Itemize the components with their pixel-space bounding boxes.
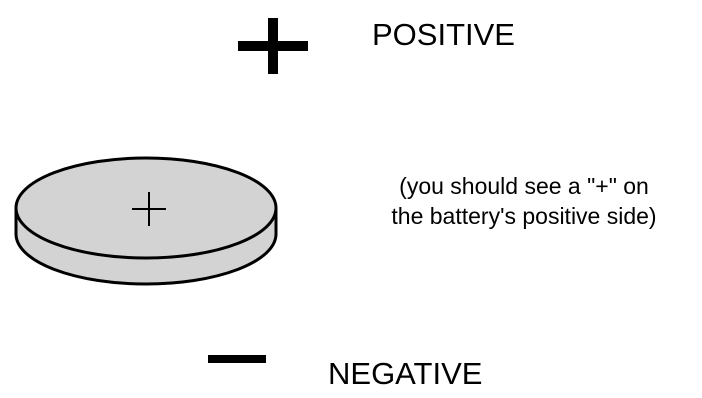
positive-label: POSITIVE (372, 17, 515, 52)
minus-icon (208, 355, 266, 363)
plus-icon (238, 18, 308, 74)
battery-plus-icon (132, 192, 166, 226)
note-line-1: (you should see a "+" on (399, 173, 649, 199)
note-line-2: the battery's positive side) (391, 203, 657, 229)
coin-battery-icon (14, 156, 278, 286)
negative-label: NEGATIVE (328, 356, 483, 391)
polarity-note: (you should see a "+" on the battery's p… (344, 171, 702, 231)
